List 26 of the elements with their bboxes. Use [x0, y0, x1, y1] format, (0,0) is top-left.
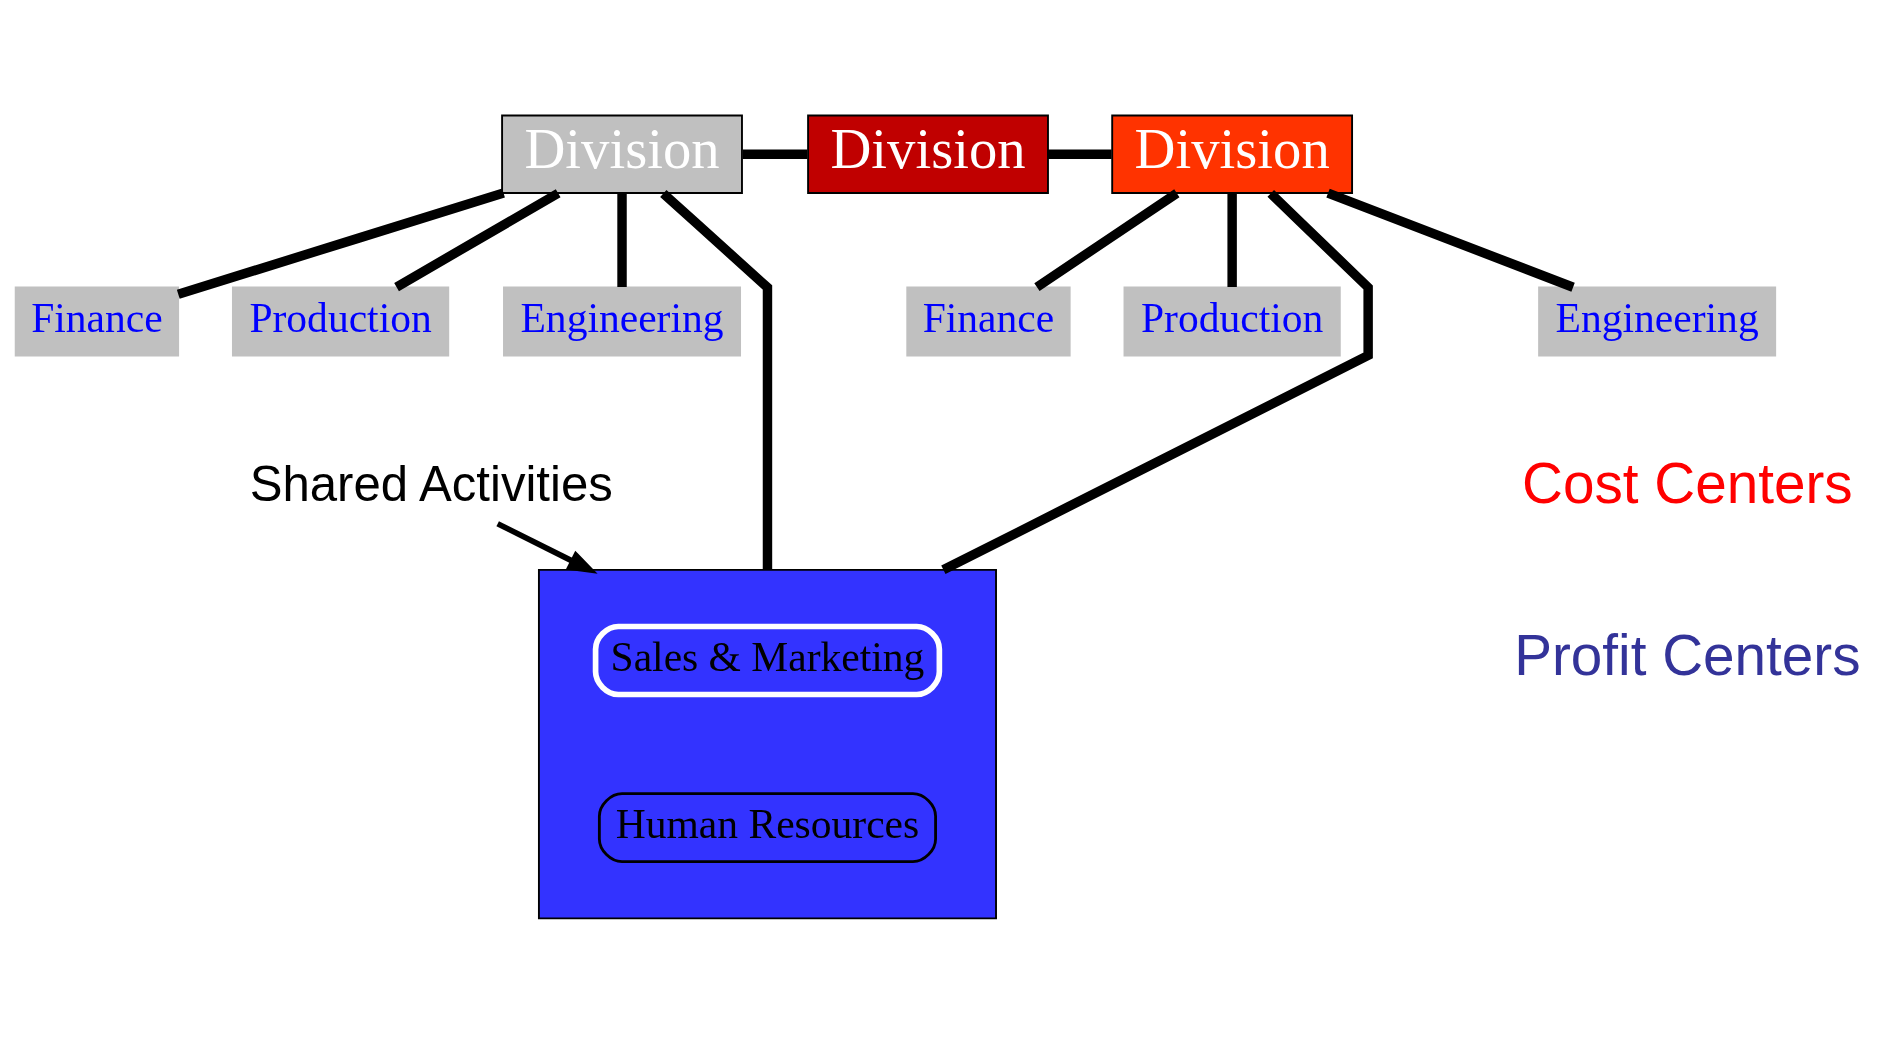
connector	[660, 189, 773, 570]
connector	[1227, 193, 1237, 288]
node-box: Sales & Marketing	[592, 623, 943, 698]
connector	[394, 189, 561, 292]
node-box: Division	[501, 114, 743, 194]
connector	[1048, 149, 1112, 159]
node-text: Shared Activities	[249, 456, 613, 511]
connector	[742, 149, 808, 159]
connector	[1034, 189, 1180, 291]
node-box: Division	[1111, 114, 1354, 194]
node-box: Division	[807, 114, 1049, 194]
arrow	[496, 521, 598, 574]
cluster	[537, 568, 997, 920]
connector	[176, 188, 505, 299]
legend-label: Cost Centers	[1522, 451, 1853, 515]
node-box: Production	[1123, 286, 1341, 357]
connector	[617, 193, 627, 288]
node-box: Engineering	[503, 286, 742, 357]
node-box: Engineering	[1538, 286, 1777, 357]
node-box: Production	[231, 286, 450, 357]
node-box: Finance	[906, 286, 1071, 357]
legend-label: Profit Centers	[1514, 623, 1861, 687]
connector	[1326, 188, 1575, 292]
connector	[941, 190, 1373, 575]
node-box: Finance	[14, 286, 180, 357]
node-box: Human Resources	[597, 792, 937, 864]
